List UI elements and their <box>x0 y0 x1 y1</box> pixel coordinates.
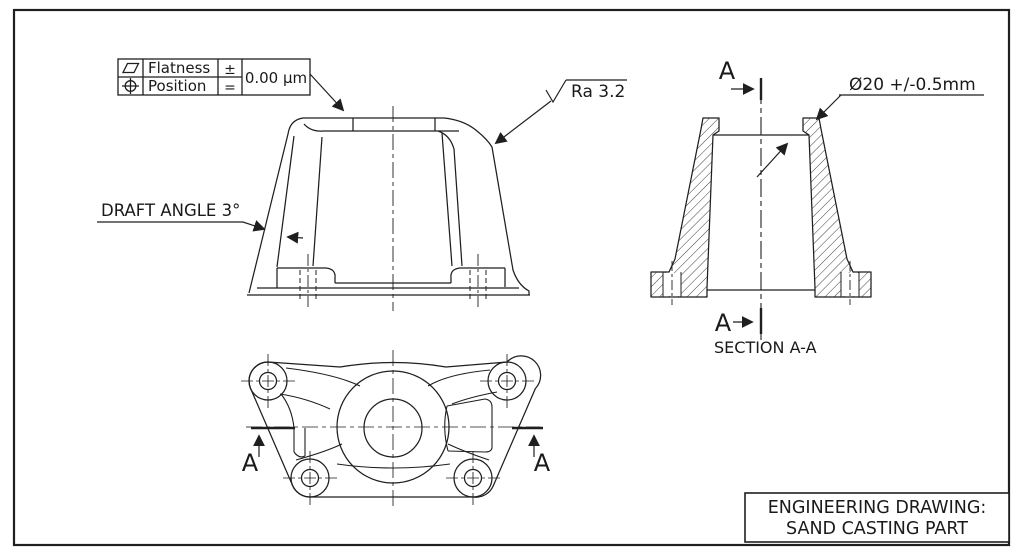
fcf-row1-label: Flatness <box>148 59 210 77</box>
front-centerlines <box>307 106 479 311</box>
section-right-wall <box>802 117 872 298</box>
section-cut-marks <box>731 78 763 334</box>
plan-cut-label-left: A <box>242 449 259 477</box>
feature-control-frame <box>117 58 345 112</box>
section-cut-label-top: A <box>719 57 736 85</box>
section-view <box>650 78 984 340</box>
fcf-leader-arrow <box>309 73 345 112</box>
surface-finish-leader <box>494 100 552 145</box>
plan-view <box>241 350 543 506</box>
hidden-lines <box>299 270 487 302</box>
diameter-label: Ø20 +/-0.5mm <box>849 75 976 95</box>
plan-webs <box>279 367 498 469</box>
plan-corner-bosses <box>248 361 527 498</box>
plan-cut-label-right: A <box>534 449 551 477</box>
surface-finish-icon <box>545 79 567 104</box>
draft-angle-leader <box>97 220 266 232</box>
title-block-line2: SAND CASTING PART <box>786 519 968 539</box>
plan-outline <box>248 355 542 498</box>
draft-angle-label: DRAFT ANGLE 3° <box>101 201 240 220</box>
sheet-border <box>12 8 1011 547</box>
fcf-tolerance-bottom: = <box>224 80 236 96</box>
plan-cut-marks <box>251 426 543 457</box>
surface-finish-annotation <box>494 79 627 145</box>
section-cut-label-bottom: A <box>715 309 732 337</box>
section-centerlines <box>671 86 851 340</box>
front-outline <box>248 117 530 295</box>
position-icon <box>122 78 139 94</box>
section-left-wall <box>650 117 720 298</box>
title-block-line1: ENGINEERING DRAWING: <box>768 498 987 518</box>
flatness-icon <box>121 62 140 74</box>
fcf-tolerance-top: ± <box>224 62 236 78</box>
draft-angle-annotation <box>97 220 304 244</box>
front-view <box>247 106 530 311</box>
title-block <box>744 492 1010 543</box>
fcf-value: 0.00 µm <box>245 69 307 87</box>
diameter-annotation <box>756 94 984 178</box>
section-caption: SECTION A-A <box>714 338 817 357</box>
fcf-row2-label: Position <box>148 77 206 95</box>
draft-angle-inner-arrow <box>286 231 304 244</box>
surface-finish-label: Ra 3.2 <box>571 82 625 102</box>
